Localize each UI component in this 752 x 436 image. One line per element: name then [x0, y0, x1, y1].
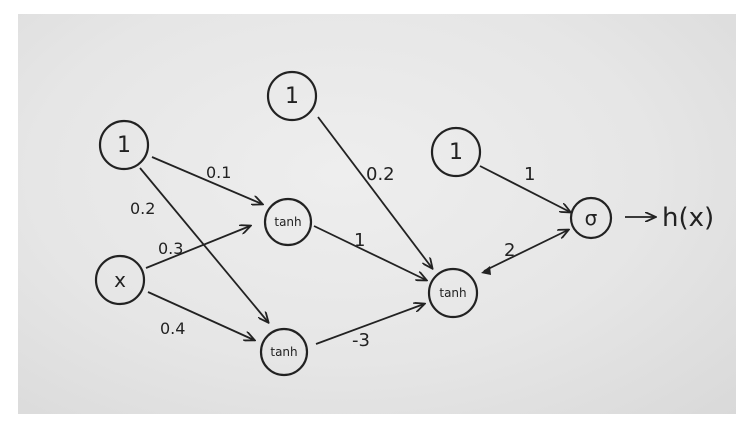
- node-bias-input: 1: [98, 119, 150, 171]
- edge-bias2-to-h2: [317, 116, 432, 268]
- edge-x-to-top: [145, 226, 250, 269]
- weight-bias2-to-h2: 0.2: [366, 164, 395, 185]
- edge-bias3-to-out: [479, 165, 570, 212]
- node-input-x-label: x: [114, 268, 126, 292]
- node-hidden1-top-label: tanh: [274, 215, 301, 229]
- weight-x-to-bottom: 0.4: [160, 319, 185, 338]
- edge-h2-to-out: [483, 230, 568, 272]
- node-hidden1-top: tanh: [263, 197, 313, 247]
- weight-bias-to-top: 0.1: [206, 163, 231, 182]
- edge-bias-to-top: [151, 156, 262, 204]
- weight-top-to-h2: 1: [354, 230, 365, 251]
- node-hidden1-bottom-label: tanh: [270, 345, 297, 359]
- node-hidden2-label: tanh: [439, 286, 466, 300]
- weight-h2-to-out: 2: [504, 240, 515, 261]
- paper-sheet: [18, 14, 736, 414]
- arrow-tail-h2-out: [481, 266, 491, 275]
- node-hidden2: tanh: [427, 267, 479, 319]
- edge-top-to-h2: [313, 225, 426, 280]
- node-bias-hidden2-label: 1: [449, 140, 463, 165]
- node-output-sigma-label: σ: [585, 206, 598, 230]
- node-output-sigma: σ: [569, 196, 613, 240]
- node-bias-hidden2: 1: [430, 126, 482, 178]
- node-bias-input-label: 1: [117, 133, 131, 158]
- weight-bottom-to-h2: -3: [352, 330, 370, 351]
- weight-x-to-top: 0.3: [158, 239, 183, 258]
- node-input-x: x: [94, 254, 146, 306]
- output-function-label: h(x): [662, 203, 714, 233]
- edge-bottom-to-h2: [315, 304, 424, 345]
- edge-x-to-bottom: [147, 291, 254, 340]
- weight-bias3-to-out: 1: [524, 164, 535, 185]
- weight-bias-to-bottom: 0.2: [130, 199, 155, 218]
- node-hidden1-bottom: tanh: [259, 327, 309, 377]
- node-bias-hidden1-label: 1: [285, 84, 299, 109]
- node-bias-hidden1: 1: [266, 70, 318, 122]
